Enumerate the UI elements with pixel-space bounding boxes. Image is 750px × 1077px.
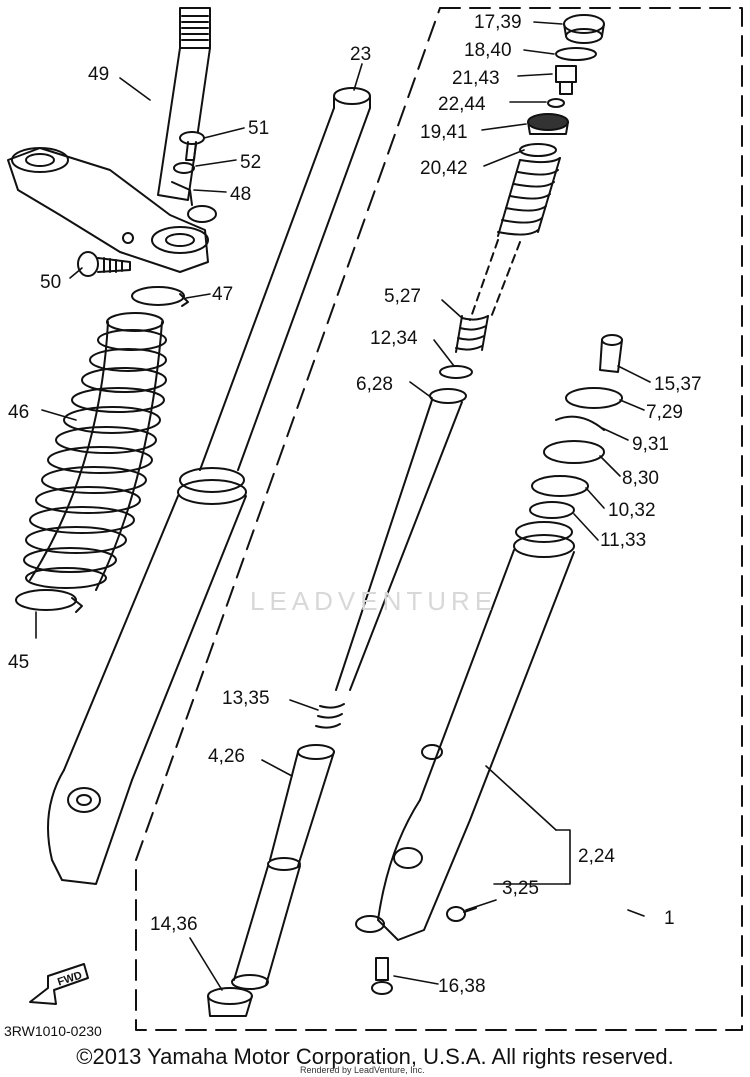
- callout-14-36: 14,36: [150, 914, 198, 935]
- callout-48: 48: [230, 184, 251, 205]
- o-ring-18-40: [555, 47, 597, 61]
- inner-tube-23: [199, 87, 371, 471]
- callout-46: 46: [8, 402, 29, 423]
- clip-9-31: [555, 415, 605, 431]
- boot-clamp-45: [15, 589, 83, 613]
- bolt-50: [77, 251, 131, 277]
- spring-upper: [497, 157, 561, 237]
- lower-bracket: [7, 147, 209, 273]
- part-code: 3RW1010-0230: [4, 1023, 102, 1039]
- callout-labels: 49 51 52 48 50 47 46 45 23 17,39 18,40 2…: [4, 12, 702, 1039]
- callout-11-33: 11,33: [600, 530, 646, 551]
- spring-seat-19-41: [527, 113, 569, 135]
- callout-47: 47: [212, 284, 233, 305]
- callout-23: 23: [350, 44, 371, 65]
- callout-1: 1: [664, 908, 675, 929]
- nut-21-43: [555, 65, 577, 95]
- washer-52: [173, 162, 195, 174]
- dust-seal-7-29: [565, 387, 623, 409]
- callout-52: 52: [240, 152, 261, 173]
- callout-21-43: 21,43: [452, 68, 500, 89]
- watermark: LEADVENTURE: [250, 586, 498, 616]
- clamp-48: [171, 181, 217, 223]
- damper-rod-6-28: [335, 388, 467, 691]
- callout-3-25: 3,25: [502, 878, 539, 899]
- bushing-11-33: [529, 501, 575, 519]
- spring-13-35: [315, 703, 345, 729]
- oil-seal-8-30: [543, 440, 605, 464]
- tube-4-26: [231, 744, 335, 990]
- rendered-by-note: Rendered by LeadVenture, Inc.: [300, 1065, 425, 1075]
- callout-6-28: 6,28: [356, 374, 393, 395]
- outer-tube-left: [47, 467, 247, 885]
- callout-7-29: 7,29: [646, 402, 683, 423]
- callout-5-27: 5,27: [384, 286, 421, 307]
- callout-49: 49: [88, 64, 109, 85]
- callout-13-35: 13,35: [222, 688, 270, 709]
- steering-stem: [157, 7, 211, 201]
- ring-12-34: [439, 365, 473, 379]
- boot-clamp-47: [131, 286, 189, 307]
- cap-bolt: [563, 14, 605, 44]
- bolt-16-38: [371, 957, 393, 995]
- callout-51: 51: [248, 118, 269, 139]
- washer-10-32: [531, 475, 589, 497]
- bolt-3-25: [446, 906, 477, 922]
- callout-10-32: 10,32: [608, 500, 656, 521]
- callout-9-31: 9,31: [632, 434, 669, 455]
- callout-17-39: 17,39: [474, 12, 522, 33]
- leader-lines: [35, 21, 651, 991]
- callout-15-37: 15,37: [654, 374, 702, 395]
- washer-22-44: [547, 98, 565, 108]
- assembly-outline: [135, 7, 743, 1031]
- bolt-51: [179, 131, 205, 161]
- callout-45: 45: [8, 652, 29, 673]
- fork-boot-46: [23, 312, 167, 591]
- callout-20-42: 20,42: [420, 158, 468, 179]
- outer-tube-right: [355, 521, 575, 941]
- spring-5-27: [455, 315, 489, 353]
- callout-2-24: 2,24: [578, 846, 615, 867]
- callout-22-44: 22,44: [438, 94, 486, 115]
- callout-16-38: 16,38: [438, 976, 486, 997]
- callout-50: 50: [40, 272, 61, 293]
- fwd-arrow-icon: [29, 963, 89, 1005]
- callout-12-34: 12,34: [370, 328, 418, 349]
- collar-14-36: [207, 987, 253, 1017]
- callout-18-40: 18,40: [464, 40, 512, 61]
- washer-20-42: [519, 143, 557, 157]
- spring-guide-lines: [469, 239, 521, 321]
- callout-8-30: 8,30: [622, 468, 659, 489]
- callout-4-26: 4,26: [208, 746, 245, 767]
- copyright-notice: ©2013 Yamaha Motor Corporation, U.S.A. A…: [76, 1044, 674, 1069]
- callout-19-41: 19,41: [420, 122, 468, 143]
- dust-seal-15-37: [599, 334, 623, 373]
